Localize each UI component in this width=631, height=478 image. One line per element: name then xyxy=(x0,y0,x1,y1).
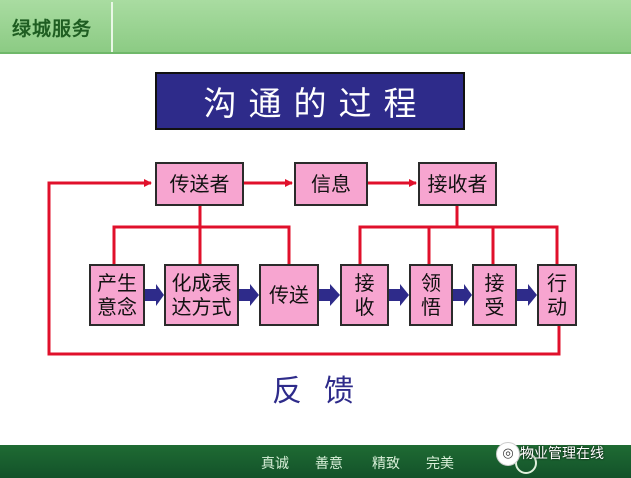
arrow-receive-understand xyxy=(389,284,409,306)
receiver-box: 接收者 xyxy=(418,162,497,206)
sender-bracket xyxy=(112,225,291,264)
watermark-text: 物业管理在线 xyxy=(520,446,604,462)
wechat-icon: ◎ xyxy=(496,442,520,466)
understand-box: 领悟 xyxy=(409,264,453,326)
header-bar: 绿城服务 xyxy=(0,0,631,54)
bottom-arrows xyxy=(145,284,537,306)
arrow-idea-encode xyxy=(145,284,164,306)
act-box: 行动 xyxy=(537,264,577,326)
arrow-accept-act xyxy=(517,284,537,306)
feedback-loop xyxy=(47,179,561,356)
idea-box: 产生意念 xyxy=(89,264,145,326)
arrow-encode-transmit xyxy=(239,284,259,306)
slide-title: 沟通的过程 xyxy=(155,72,465,130)
receiver-bracket xyxy=(358,225,559,264)
feedback-label: 反馈 xyxy=(272,374,376,409)
watermark: ◎ 物业管理在线 xyxy=(496,434,620,474)
motto-sincerity: 真诚 xyxy=(261,456,289,472)
arrow-understand-accept xyxy=(453,284,472,306)
brand-name: 绿城服务 xyxy=(12,18,93,40)
transmit-box: 传送 xyxy=(259,264,319,326)
encode-box: 化成表达方式 xyxy=(164,264,239,326)
motto-perfect: 完美 xyxy=(426,456,454,472)
motto-refined: 精致 xyxy=(372,456,400,472)
header-divider xyxy=(111,2,113,52)
message-box: 信息 xyxy=(294,162,368,206)
sender-box: 传送者 xyxy=(155,162,244,206)
greentown-logo-icon xyxy=(515,452,537,474)
arrow-transmit-receive xyxy=(319,284,340,306)
motto-goodwill: 善意 xyxy=(315,456,343,472)
receive-box: 接收 xyxy=(340,264,389,326)
accept-box: 接受 xyxy=(472,264,517,326)
